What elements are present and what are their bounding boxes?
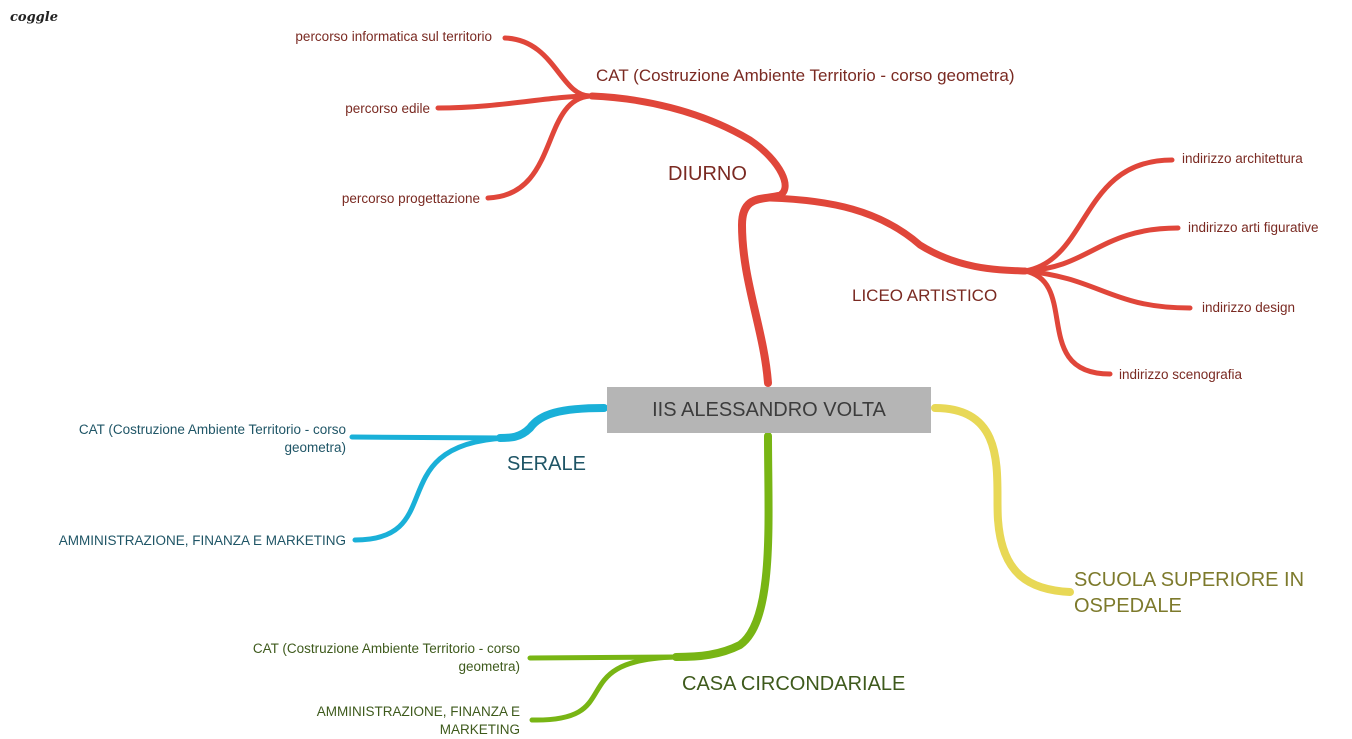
node-cat-edile[interactable]: percorso edile [345, 101, 430, 116]
node-cat-progettazione[interactable]: percorso progettazione [341, 191, 480, 206]
branch-diurno-junction [588, 92, 789, 200]
node-serale[interactable]: SERALE [507, 453, 586, 475]
root-node[interactable]: IIS ALESSANDRO VOLTA [607, 387, 931, 433]
branch-liceo-architettura [1022, 157, 1175, 274]
node-liceo-scenografia[interactable]: indirizzo scenografia [1119, 367, 1243, 382]
branch-cat-edile [435, 93, 593, 111]
branch-serale [496, 404, 608, 442]
branch-serale-amm [352, 435, 508, 543]
branch-cat-progettazione [485, 93, 593, 201]
branch-scuola [931, 404, 1074, 596]
node-liceo[interactable]: LICEO ARTISTICO [852, 286, 998, 305]
node-casa-amm[interactable]: AMMINISTRAZIONE, FINANZA E MARKETING [316, 704, 520, 738]
branch-cat-informatica [502, 35, 593, 99]
branch-liceo-arti [1022, 225, 1181, 274]
node-diurno[interactable]: DIURNO [668, 163, 747, 185]
branch-liceo-scenografia [1022, 268, 1113, 377]
node-serale-amm[interactable]: AMMINISTRAZIONE, FINANZA E MARKETING [58, 533, 346, 548]
node-serale-cat[interactable]: CAT (Costruzione Ambiente Territorio - c… [78, 422, 346, 456]
branch-casa [672, 432, 773, 661]
node-casa-cat[interactable]: CAT (Costruzione Ambiente Territorio - c… [252, 641, 520, 675]
coggle-logo: coggle [10, 10, 58, 25]
branch-liceo-design [1022, 268, 1193, 311]
branch-diurno [737, 192, 782, 387]
branch-serale-cat [349, 434, 508, 441]
node-liceo-architettura[interactable]: indirizzo architettura [1182, 151, 1303, 166]
node-diurno-cat[interactable]: CAT (Costruzione Ambiente Territorio - c… [596, 66, 1015, 85]
branch-diurno-to-liceo [766, 194, 1029, 275]
branch-casa-amm [529, 654, 679, 723]
node-cat-informatica[interactable]: percorso informatica sul territorio [295, 29, 492, 44]
node-liceo-arti[interactable]: indirizzo arti figurative [1188, 220, 1319, 235]
node-casa[interactable]: CASA CIRCONDARIALE [682, 673, 906, 695]
node-liceo-design[interactable]: indirizzo design [1202, 300, 1296, 315]
node-scuola[interactable]: SCUOLA SUPERIORE IN OSPEDALE [1074, 569, 1305, 617]
